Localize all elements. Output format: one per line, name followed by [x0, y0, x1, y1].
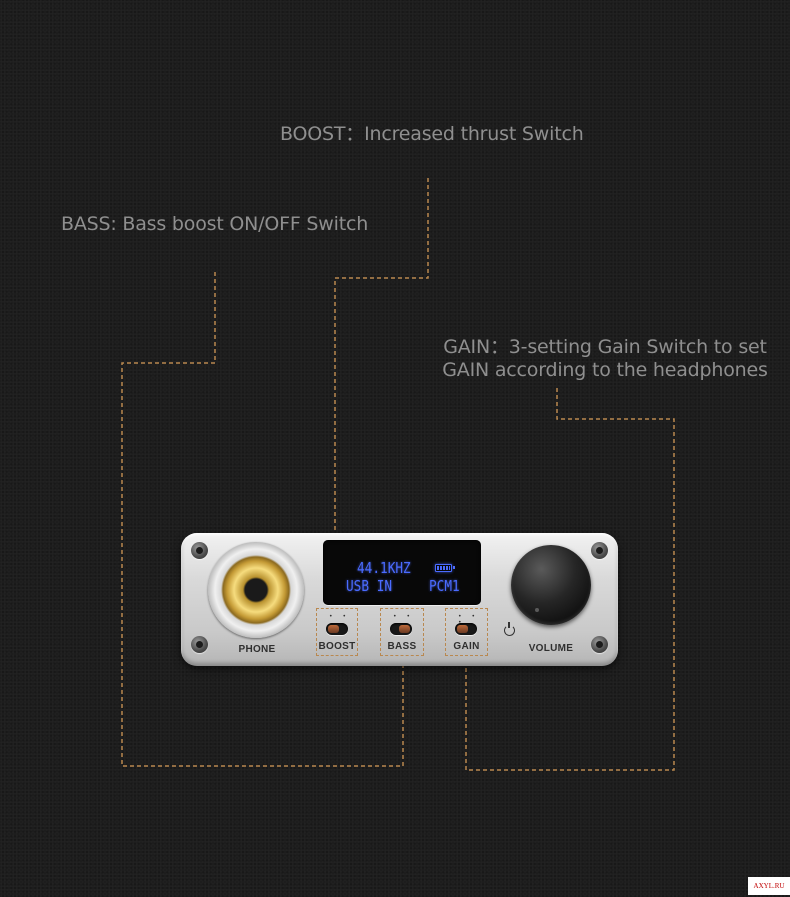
- screw-icon: [591, 542, 608, 559]
- bass-switch-group: • • BASS: [380, 608, 424, 656]
- phone-label: PHONE: [238, 644, 276, 655]
- knob-indicator-dot: [535, 608, 539, 612]
- power-icon: [504, 622, 515, 636]
- switch-position-dots: • •: [329, 613, 350, 620]
- switch-position-dots: • • •: [458, 613, 479, 626]
- display-input: USB IN: [346, 577, 393, 595]
- gain-toggle-switch[interactable]: [455, 623, 477, 635]
- oled-display: 44.1KHZ USB IN PCM1: [323, 540, 481, 605]
- watermark: AXYL.RU: [748, 877, 790, 895]
- boost-switch-group: • • BOOST: [316, 608, 358, 656]
- boost-callout: BOOST：Increased thrust Switch: [280, 123, 584, 145]
- gain-callout-line2: GAIN according to the headphones: [442, 359, 768, 381]
- gain-callout-line1: GAIN：3-setting Gain Switch to set: [443, 336, 767, 358]
- gain-leader-line: [465, 388, 675, 771]
- gain-switch-group: • • • GAIN: [445, 608, 488, 656]
- screw-icon: [191, 636, 208, 653]
- boost-toggle-switch[interactable]: [326, 623, 348, 635]
- bass-callout: BASS: Bass boost ON/OFF Switch: [61, 213, 369, 235]
- headphone-jack[interactable]: [208, 542, 304, 638]
- screw-icon: [191, 542, 208, 559]
- volume-label: VOLUME: [528, 643, 574, 654]
- screw-icon: [591, 636, 608, 653]
- boost-label: BOOST: [318, 641, 356, 652]
- switch-position-dots: • •: [393, 613, 414, 620]
- gain-callout: GAIN：3-setting Gain Switch to set GAIN a…: [440, 336, 770, 382]
- display-format: PCM1: [429, 577, 460, 595]
- dac-amplifier-device: PHONE 44.1KHZ USB IN PCM1 • • BOOST • • …: [181, 533, 618, 666]
- volume-knob[interactable]: [511, 545, 591, 625]
- bass-toggle-switch[interactable]: [390, 623, 412, 635]
- gain-label: GAIN: [453, 641, 480, 652]
- bass-leader-line: [121, 272, 404, 767]
- battery-full-icon: [435, 564, 455, 572]
- bass-label: BASS: [387, 641, 417, 652]
- boost-leader-line: [334, 178, 429, 608]
- display-sample-rate: 44.1KHZ: [357, 559, 411, 577]
